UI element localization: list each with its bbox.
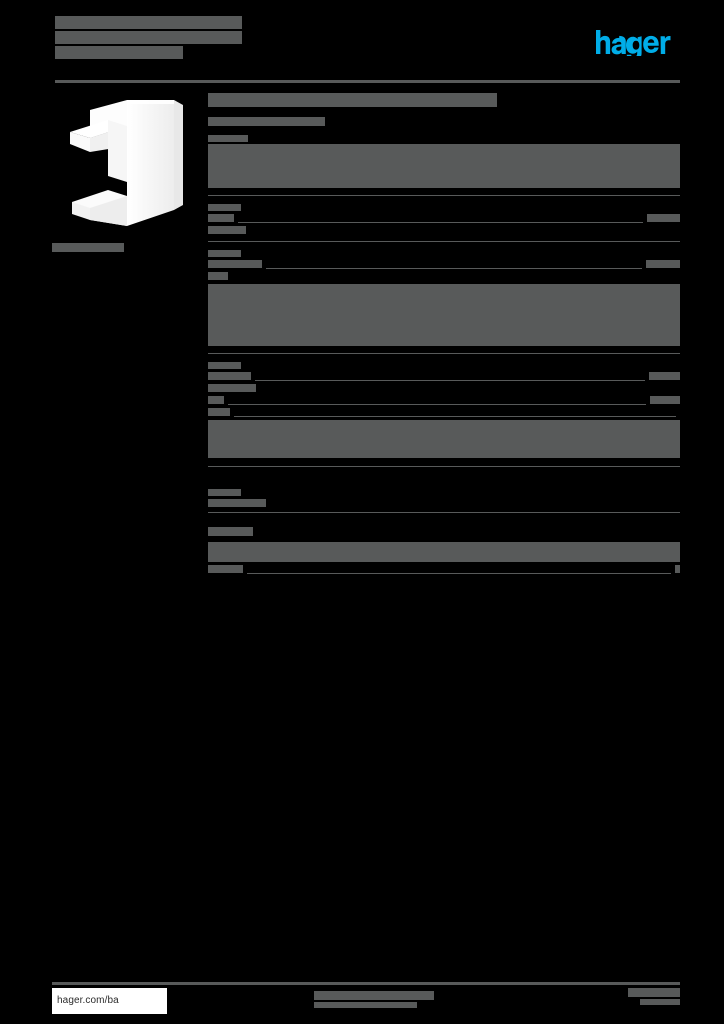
table-row (208, 214, 680, 223)
group-label (208, 250, 241, 257)
technical-data-table (208, 93, 680, 574)
group-material (208, 250, 680, 354)
footer-right-line-1 (628, 988, 680, 997)
group-packaging (208, 527, 680, 574)
row-label (208, 396, 224, 404)
product-image (52, 86, 197, 234)
footer-center-text (314, 991, 434, 1010)
title-line-2 (55, 31, 242, 44)
material-body (208, 284, 680, 346)
row-label (208, 408, 230, 416)
leader-line (238, 222, 643, 223)
group-divider (208, 466, 680, 467)
row-label (208, 565, 243, 573)
group-divider (208, 353, 680, 354)
section-subtitle (208, 117, 325, 126)
electrical-body (208, 420, 680, 458)
group-divider (208, 241, 680, 242)
row-label (208, 214, 234, 222)
group-divider (208, 512, 680, 513)
description-body (208, 144, 680, 188)
group-divider (208, 195, 680, 196)
footer-url-link[interactable]: hager.com/ba (52, 988, 167, 1014)
footer-right-text (628, 988, 680, 1007)
title-line-3 (55, 46, 183, 59)
group-approvals (208, 489, 680, 513)
row-label (208, 384, 256, 392)
group-description (208, 135, 680, 196)
row-label (208, 272, 228, 280)
row-value (650, 396, 680, 404)
row-label (208, 226, 246, 234)
row-value (646, 260, 680, 268)
group-label (208, 204, 241, 211)
leader-line (255, 380, 645, 381)
row-value (649, 372, 680, 380)
footer-center-line-2 (314, 1002, 417, 1008)
header-divider (55, 80, 680, 83)
group-label (208, 489, 241, 496)
footer-right-line-2 (640, 999, 680, 1005)
table-row (208, 372, 680, 381)
table-row (208, 565, 680, 574)
table-row (208, 499, 680, 508)
document-title (55, 16, 245, 61)
leader-line (228, 404, 646, 405)
leader-line (247, 573, 671, 574)
product-caption (52, 243, 124, 252)
page-footer: hager.com/ba (52, 982, 680, 1016)
footer-divider (52, 982, 680, 985)
group-dimensions (208, 204, 680, 242)
page-header (55, 16, 680, 83)
group-label (208, 362, 241, 369)
row-label (208, 372, 251, 380)
row-label (208, 260, 262, 268)
group-electrical (208, 362, 680, 467)
row-value (647, 214, 680, 222)
row-label (208, 499, 266, 507)
table-row (208, 226, 680, 235)
leader-line (234, 416, 676, 417)
section-title (208, 93, 497, 107)
row-value (675, 565, 680, 573)
table-row (208, 384, 680, 393)
title-line-1 (55, 16, 242, 29)
packaging-body (208, 542, 680, 562)
table-row (208, 260, 680, 269)
table-row (208, 396, 680, 405)
leader-line (266, 268, 642, 269)
table-row (208, 408, 680, 417)
group-label (208, 527, 253, 536)
table-row (208, 272, 680, 281)
group-label (208, 135, 248, 142)
footer-center-line-1 (314, 991, 434, 1000)
hager-logo[interactable] (596, 30, 680, 61)
